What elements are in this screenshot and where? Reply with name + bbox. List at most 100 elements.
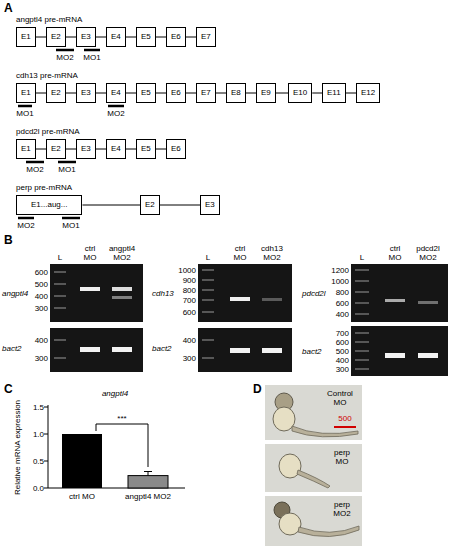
figure-label: angptl4 pre-mRNA	[16, 15, 82, 24]
figure-label: ctrl MO	[69, 492, 95, 501]
exon-label: E1	[21, 32, 31, 41]
exon-box: E1	[16, 83, 36, 103]
intron-line	[36, 149, 46, 150]
exon-label: E3	[81, 88, 91, 97]
intron-line	[216, 93, 226, 94]
figure-label: 400	[336, 310, 349, 319]
embryo-photos	[265, 385, 362, 546]
intron-line	[156, 93, 166, 94]
intron-line	[96, 93, 106, 94]
figure-label: 300	[35, 304, 48, 313]
exon-label: E1	[21, 88, 31, 97]
exon-box: E2	[140, 195, 160, 215]
intron-line	[246, 93, 256, 94]
figure-label: pdcd2l MO2	[411, 244, 445, 262]
intron-line	[156, 149, 166, 150]
exon-label: E8	[231, 88, 241, 97]
exon-box: E3	[76, 139, 96, 159]
exon-label: E12	[361, 88, 375, 97]
figure-label: L	[206, 253, 210, 262]
exon-box: E5	[136, 139, 156, 159]
exon-label: E7	[201, 88, 211, 97]
figure-label: 400	[35, 292, 48, 301]
figure-label: perp MO	[330, 448, 354, 466]
exon-label: E1	[21, 144, 31, 153]
figure-label: 500	[336, 347, 349, 356]
exon-box: E4	[106, 27, 126, 47]
figure-label: MO1	[83, 53, 100, 62]
exon-label: E4	[111, 144, 121, 153]
figure-label: 300	[183, 354, 196, 363]
exon-box: E2	[46, 27, 66, 47]
intron-line	[126, 149, 136, 150]
figure-label: MO2	[107, 109, 124, 118]
exon-box: E1	[16, 139, 36, 159]
exon-box: E5	[136, 27, 156, 47]
figure-label: 0.0	[33, 484, 44, 493]
exon-box: E9	[256, 83, 276, 103]
figure-label: L	[360, 253, 364, 262]
exon-label: E3	[205, 200, 215, 209]
exon-label: E3	[81, 144, 91, 153]
intron-line	[66, 37, 76, 38]
intron-line	[96, 149, 106, 150]
exon-label: E11	[327, 88, 341, 97]
intron-line	[126, 37, 136, 38]
exon-box: E2	[46, 139, 66, 159]
figure-label: 1000	[178, 266, 196, 275]
figure-label: cdh13 pre-mRNA	[16, 71, 78, 80]
figure-label: angptl4	[2, 289, 28, 298]
exon-box: E6	[166, 139, 186, 159]
intron-line	[186, 37, 196, 38]
exon-box: E5	[136, 83, 156, 103]
figure-label: 1.0	[33, 430, 44, 439]
gel-image	[198, 264, 292, 372]
figure-label: bact2	[152, 344, 172, 353]
intron-line	[36, 93, 46, 94]
figure-label: Relative mRNA expression	[14, 399, 23, 494]
intron-line	[36, 37, 46, 38]
exon-label: E10	[293, 88, 307, 97]
figure-label: 0.5	[33, 457, 44, 466]
figure-label: pdcd2l pre-mRNA	[16, 127, 80, 136]
exon-label: E5	[141, 144, 151, 153]
intron-line	[186, 93, 196, 94]
intron-line	[126, 93, 136, 94]
intron-line	[346, 93, 356, 94]
exon-box: E11	[322, 83, 346, 103]
figure-label: ctrl MO	[80, 244, 100, 262]
figure-label: 500	[338, 414, 351, 423]
exon-label: E4	[111, 88, 121, 97]
exon-box: E1...aug...	[16, 195, 82, 215]
exon-label: E3	[81, 32, 91, 41]
figure-label: cdh13	[152, 289, 174, 298]
panel-letter: A	[4, 2, 13, 15]
exon-box: E4	[106, 83, 126, 103]
exon-label: E1...aug...	[31, 200, 67, 209]
figure-label: 700	[183, 296, 196, 305]
figure-label: 700	[336, 329, 349, 338]
figure-label: cdh13 MO2	[257, 244, 287, 262]
figure-label: Control MO	[323, 389, 357, 407]
figure-label: ctrl MO	[385, 244, 405, 262]
gel-image	[351, 264, 448, 376]
exon-box: E6	[166, 27, 186, 47]
figure-label: perp MO2	[328, 500, 356, 518]
exon-box: E4	[106, 139, 126, 159]
figure-label: L	[58, 253, 62, 262]
intron-line	[82, 205, 140, 206]
figure-label: MO2	[17, 221, 34, 230]
exon-label: E9	[261, 88, 271, 97]
figure-label: 800	[183, 286, 196, 295]
figure-label: 800	[336, 288, 349, 297]
exon-box: E12	[356, 83, 380, 103]
figure-label: 400	[183, 336, 196, 345]
exon-label: E2	[145, 200, 155, 209]
figure-label: 1200	[331, 266, 349, 275]
figure-label: 1.5	[33, 403, 44, 412]
panel-letter: B	[4, 234, 13, 247]
exon-label: E6	[171, 88, 181, 97]
exon-label: E2	[51, 88, 61, 97]
bar-chart	[44, 405, 185, 488]
